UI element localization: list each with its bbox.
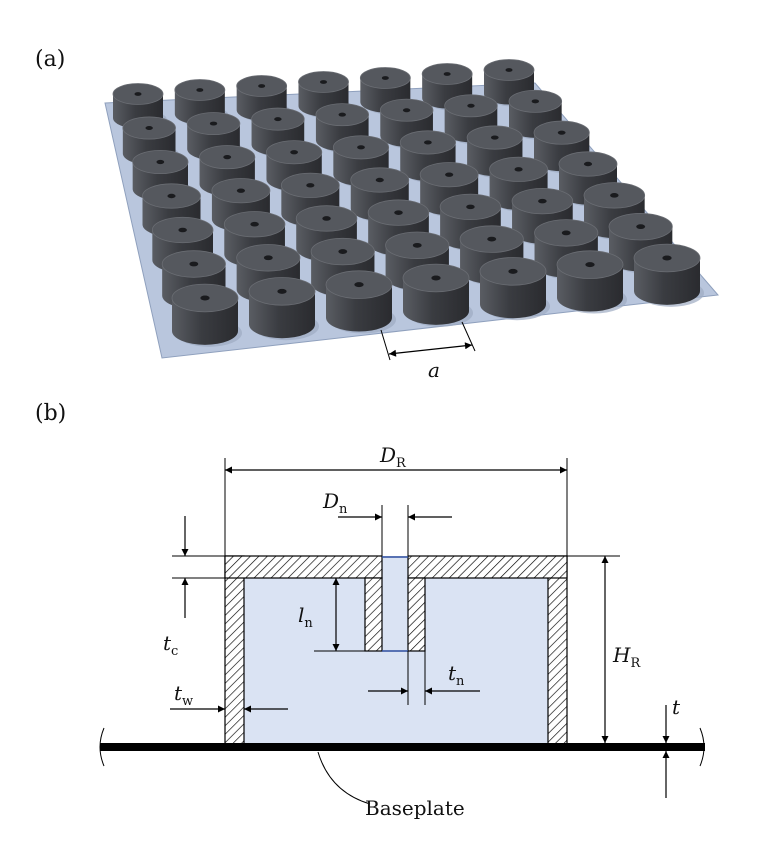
resonator-cylinder <box>402 263 473 327</box>
panel-b-label: (b) <box>35 401 66 426</box>
tn-dimension: tn <box>368 651 480 705</box>
neck-wall-right <box>407 577 426 652</box>
dr-dimension: DR <box>224 443 568 556</box>
ln-dimension: ln <box>298 578 365 652</box>
tc-dimension: tc <box>163 516 244 659</box>
hr-dimension: HR <box>567 555 641 743</box>
dn-label: Dn <box>322 489 348 517</box>
spacing-label: a <box>428 358 440 382</box>
resonator-cylinder <box>466 125 527 179</box>
resonator-cylinder <box>325 270 396 334</box>
dr-label: DR <box>379 443 407 471</box>
hr-label: HR <box>612 643 641 671</box>
resonator-cylinder <box>633 243 704 307</box>
dn-dimension: Dn <box>322 489 452 556</box>
right-wall <box>547 555 568 747</box>
left-wall <box>224 555 245 747</box>
baseplate-label: Baseplate <box>365 796 465 820</box>
cap-right <box>407 555 568 579</box>
ln-label: ln <box>298 603 313 631</box>
resonator-array <box>112 59 704 347</box>
resonator-cylinder <box>479 257 550 321</box>
resonator-cylinder <box>171 283 242 347</box>
tn-label: tn <box>448 661 465 689</box>
spacing-dimension: a <box>380 321 476 382</box>
resonator-cylinder <box>248 277 319 341</box>
resonator-cylinder <box>556 250 627 314</box>
neck-wall-left <box>364 577 383 652</box>
resonator-cross-section <box>224 555 568 747</box>
resonator-cylinder <box>399 130 460 184</box>
t-dimension: t <box>662 695 681 798</box>
tw-label: tw <box>174 681 193 709</box>
baseplate-callout: Baseplate <box>317 751 465 820</box>
neck-region <box>382 556 408 651</box>
baseplate-section <box>99 727 705 767</box>
cap-left <box>224 555 383 579</box>
panel-a-label: (a) <box>35 47 65 72</box>
t-label: t <box>672 695 681 719</box>
tw-dimension: tw <box>170 681 288 713</box>
tc-label: tc <box>163 631 178 659</box>
